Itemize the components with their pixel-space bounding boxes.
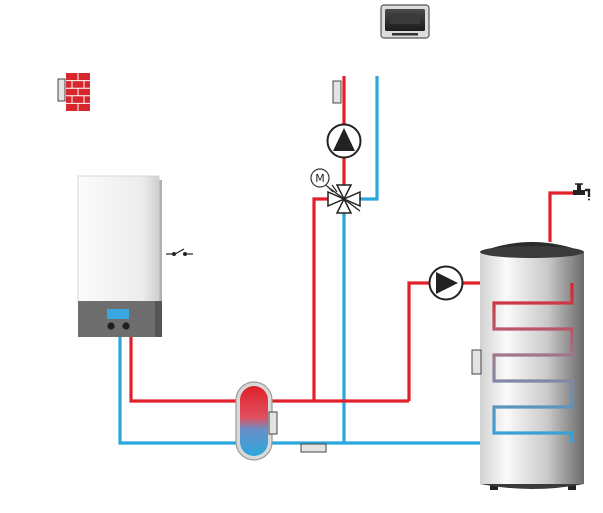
room-thermostat-icon[interactable] [380, 4, 430, 39]
valve-motor-icon: M [310, 168, 334, 193]
boiler-knob-right[interactable] [122, 322, 130, 330]
hydraulic-separator-icon [235, 381, 273, 461]
tank-coil [492, 283, 574, 443]
outdoor-sensor-icon [57, 73, 90, 111]
flow-sensor-icon [332, 80, 342, 104]
three-way-mixing-valve-icon[interactable] [327, 184, 361, 214]
return-flow-meter-icon [300, 443, 327, 453]
return-pipe-main [118, 337, 572, 445]
separator-sensor-icon [268, 411, 278, 435]
circulation-pump-icon[interactable] [326, 123, 362, 159]
switch-icon [166, 248, 193, 257]
boiler-knob-left[interactable] [107, 322, 115, 330]
hot-water-outlet-pipe [548, 191, 573, 242]
supply-pipe-boiler [129, 337, 409, 403]
tank-pump-icon[interactable] [428, 265, 464, 301]
valve-motor-label: M [315, 172, 325, 185]
wall-hung-boiler-icon[interactable] [77, 175, 162, 337]
indirect-water-heater-icon[interactable] [471, 242, 584, 490]
tap-icon[interactable] [573, 183, 591, 201]
